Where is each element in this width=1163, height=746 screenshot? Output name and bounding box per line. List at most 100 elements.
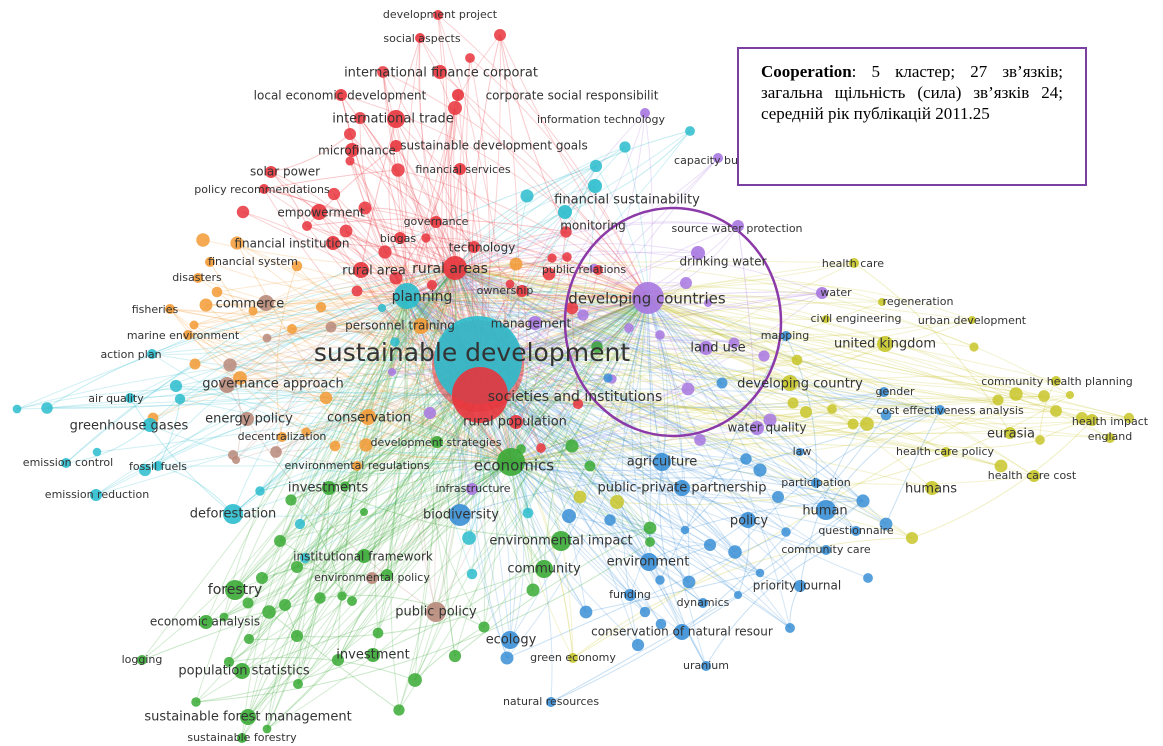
network-link bbox=[248, 295, 408, 640]
network-link bbox=[647, 297, 854, 425]
network-node-minor bbox=[589, 159, 603, 173]
network-link bbox=[406, 295, 864, 502]
network-link bbox=[647, 297, 827, 511]
network-node bbox=[968, 316, 976, 324]
network-link bbox=[566, 256, 579, 405]
network-link bbox=[247, 359, 479, 718]
node-label: energy policy bbox=[205, 412, 293, 427]
network-node bbox=[183, 330, 193, 340]
network-link bbox=[386, 267, 456, 576]
node-label: regeneration bbox=[883, 295, 954, 308]
network-node bbox=[357, 549, 371, 563]
network-link bbox=[479, 391, 885, 409]
network-link bbox=[297, 394, 481, 685]
network-link bbox=[157, 461, 512, 467]
network-link bbox=[337, 394, 481, 661]
network-node-minor bbox=[560, 226, 572, 238]
network-node bbox=[326, 236, 340, 250]
network-node-minor bbox=[255, 486, 265, 496]
node-label: urban development bbox=[918, 314, 1027, 327]
network-node-minor bbox=[827, 404, 837, 414]
node-label: humans bbox=[905, 482, 957, 497]
network-link bbox=[252, 265, 456, 312]
network-link bbox=[234, 461, 512, 591]
network-link bbox=[477, 319, 973, 361]
network-link bbox=[406, 295, 941, 411]
network-link bbox=[144, 295, 408, 471]
network-link bbox=[265, 267, 456, 304]
node-label: natural resources bbox=[503, 695, 599, 708]
network-link bbox=[647, 297, 798, 361]
network-link bbox=[510, 377, 609, 463]
network-link bbox=[510, 343, 886, 463]
network-link bbox=[406, 295, 1083, 419]
network-link bbox=[318, 211, 649, 299]
network-link bbox=[246, 412, 512, 463]
network-node bbox=[501, 631, 519, 649]
network-link bbox=[585, 572, 761, 613]
node-label: sustainable forestry bbox=[187, 731, 297, 744]
network-link bbox=[454, 267, 854, 425]
node-label: biogas bbox=[380, 232, 416, 245]
network-link bbox=[406, 231, 567, 297]
network-node-minor bbox=[426, 279, 438, 291]
node-label: deforestation bbox=[190, 507, 277, 522]
network-link bbox=[194, 294, 649, 365]
network-node-minor bbox=[847, 418, 859, 430]
network-node-minor bbox=[291, 260, 303, 272]
network-link bbox=[510, 292, 823, 463]
network-node-minor bbox=[694, 434, 706, 446]
network-link bbox=[141, 295, 408, 661]
network-link bbox=[510, 443, 947, 463]
network-node bbox=[849, 258, 859, 268]
network-link bbox=[236, 242, 512, 463]
network-link bbox=[179, 398, 512, 463]
network-node-minor bbox=[1050, 405, 1062, 417]
network-link bbox=[454, 267, 833, 410]
network-link bbox=[406, 294, 798, 361]
network-link bbox=[647, 262, 855, 299]
network-link bbox=[510, 461, 534, 591]
network-link bbox=[454, 260, 855, 269]
network-link bbox=[275, 451, 512, 469]
network-node-minor bbox=[562, 509, 576, 523]
network-link bbox=[406, 289, 661, 336]
network-link bbox=[419, 37, 649, 299]
network-node-minor bbox=[294, 518, 306, 530]
network-node-minor bbox=[755, 568, 765, 578]
network-link bbox=[454, 267, 787, 342]
network-link bbox=[550, 500, 864, 703]
network-node-minor bbox=[542, 267, 556, 281]
network-link bbox=[235, 267, 456, 461]
node-label: uranium bbox=[683, 659, 729, 672]
network-node-minor bbox=[645, 537, 655, 547]
network-link bbox=[406, 295, 573, 310]
network-link bbox=[193, 278, 649, 326]
network-link bbox=[454, 165, 597, 269]
node-label: developing countries bbox=[568, 290, 726, 308]
network-link bbox=[510, 185, 596, 463]
network-link bbox=[241, 297, 649, 739]
node-label: social aspects bbox=[383, 32, 460, 45]
network-link bbox=[454, 267, 1130, 419]
network-node bbox=[740, 512, 756, 528]
network-node bbox=[528, 316, 542, 330]
network-link bbox=[543, 346, 598, 570]
network-link bbox=[515, 297, 649, 423]
network-node-minor bbox=[378, 245, 392, 259]
network-link bbox=[454, 297, 649, 657]
network-link bbox=[247, 635, 298, 718]
node-label: health care bbox=[822, 257, 884, 270]
node-label: institutional framework bbox=[293, 550, 433, 564]
network-node bbox=[353, 262, 369, 278]
network-node-minor bbox=[285, 494, 297, 506]
network-link bbox=[226, 295, 649, 386]
network-link bbox=[510, 290, 528, 463]
network-node bbox=[551, 531, 571, 551]
network-link bbox=[345, 230, 523, 292]
network-link bbox=[789, 382, 868, 425]
node-label: governance approach bbox=[202, 377, 344, 392]
network-node-minor bbox=[331, 653, 345, 667]
network-link bbox=[333, 193, 408, 297]
network-link bbox=[266, 295, 408, 339]
